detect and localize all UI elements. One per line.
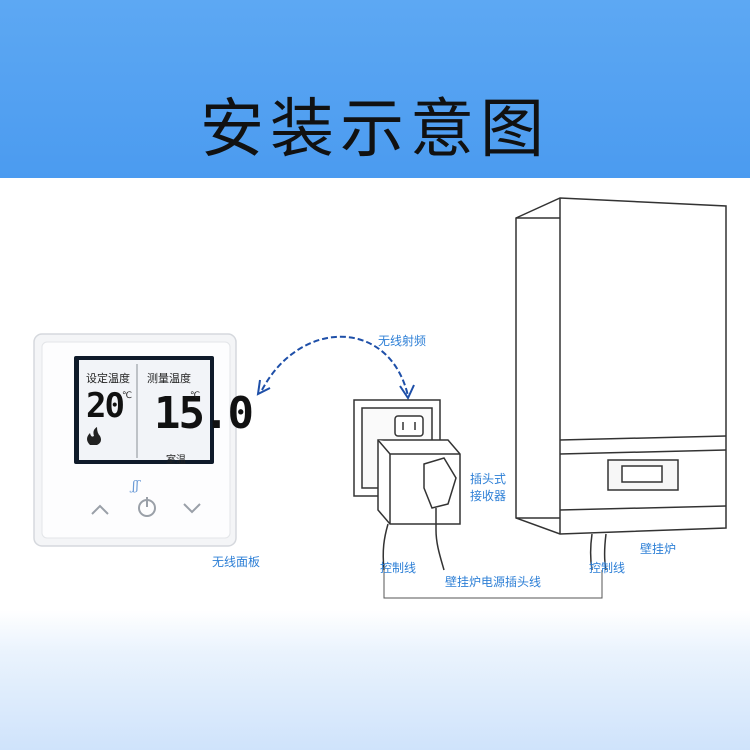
boiler-pipe-left xyxy=(589,533,593,571)
boiler-power-plug-label: 壁挂炉电源插头线 xyxy=(445,575,542,589)
wireless-panel-label: 无线面板 xyxy=(212,555,261,569)
control-wire-bracket xyxy=(383,570,603,599)
power-plug-wire xyxy=(435,529,445,571)
thermostat-panel xyxy=(33,333,237,547)
control-wire-right-label: 控制线 xyxy=(589,561,626,575)
plug-receiver-label-2: 接收器 xyxy=(470,489,507,503)
set-temp-value: 20 xyxy=(86,386,125,426)
boiler-label: 壁挂炉 xyxy=(640,542,677,556)
page-title: 安装示意图 xyxy=(200,93,550,167)
room-temp-label: 室温 xyxy=(166,455,186,466)
plug-receiver xyxy=(377,439,461,530)
wireless-arc xyxy=(256,335,415,401)
control-wire-left-label: 控制线 xyxy=(380,561,417,575)
measured-temp-value: 15.0 xyxy=(154,388,254,439)
wall-boiler xyxy=(515,197,727,535)
measured-temp-label: 测量温度 xyxy=(147,372,191,385)
wireless-rf-label: 无线射频 xyxy=(378,334,427,348)
header-band xyxy=(0,0,750,178)
up-arrow-icon xyxy=(91,504,109,515)
set-temp-label: 设定温度 xyxy=(86,372,130,385)
plug-receiver-label-1: 插头式 xyxy=(470,472,507,486)
down-arrow-icon xyxy=(183,503,201,514)
power-icon xyxy=(138,497,156,517)
set-temp-unit: ℃ xyxy=(122,391,133,401)
flame-icon xyxy=(87,427,101,445)
measured-temp-unit: ℃ xyxy=(190,391,201,401)
footer-gradient xyxy=(0,610,750,750)
installation-diagram: ʃʃ xyxy=(33,197,727,599)
control-wire-left xyxy=(382,523,389,571)
boiler-pipe-right xyxy=(603,533,607,571)
brand-logo: ʃʃ xyxy=(129,479,142,494)
